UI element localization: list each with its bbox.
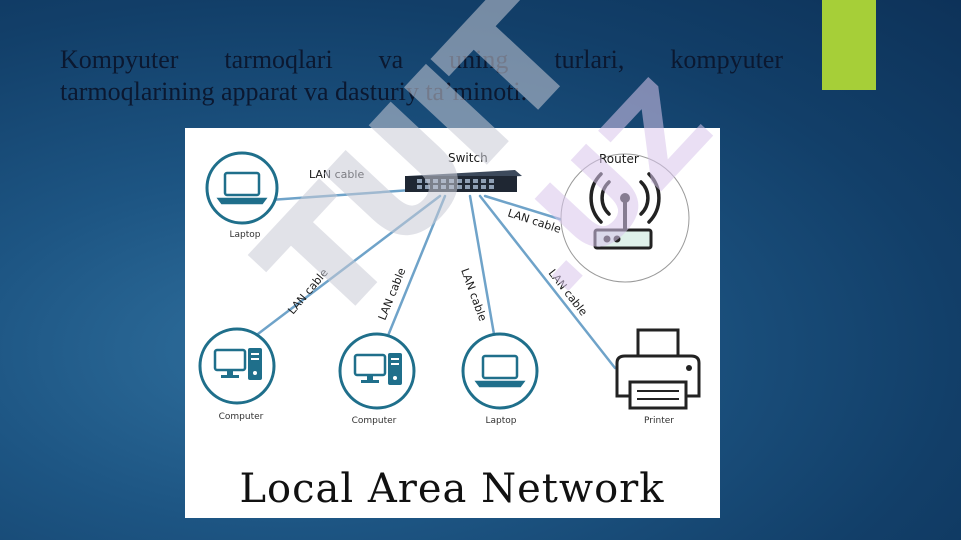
lan-cables [248,186,617,370]
computer-1-node [198,327,276,405]
switch-icon [405,170,522,192]
accent-bar [822,0,876,90]
cable-computer-1 [248,194,442,342]
printer-icon [615,328,701,410]
computer-icon [353,353,402,385]
computer-icon [213,348,262,380]
printer-label: Printer [644,416,674,426]
cable-computer-2 [383,194,447,345]
laptop-icon [474,354,526,388]
computer-2-label: Computer [352,416,397,426]
laptop-top-label: Laptop [230,230,261,240]
router-node [560,153,690,283]
diagram-caption: Local Area Network [239,466,664,512]
slide-title-line-2: tarmoqlarining apparat va dasturiy ta’mi… [60,77,528,106]
laptop-top-node [205,151,279,225]
router-icon [589,172,661,250]
cable-printer [478,194,617,370]
laptop-icon [216,171,268,205]
slide-title: Kompyuter tarmoqlari va uning turlari, k… [60,44,783,108]
cable-label-laptop-top: LAN cable [309,168,364,181]
cable-label-computer-2: LAN cable [376,266,409,322]
lan-diagram: LAN cable LAN cable LAN cable LAN cable … [185,128,720,518]
cable-laptop-bottom [468,194,497,342]
switch-label: Switch [448,151,488,165]
slide-title-line-1: Kompyuter tarmoqlari va uning turlari, k… [60,45,783,74]
router-label: Router [599,152,639,166]
laptop-bottom-label: Laptop [486,416,517,426]
computer-1-label: Computer [219,412,264,422]
laptop-bottom-node [461,332,539,410]
cable-label-printer: LAN cable [546,267,590,319]
computer-2-node [338,332,416,410]
cable-label-computer-1: LAN cable [285,266,331,317]
